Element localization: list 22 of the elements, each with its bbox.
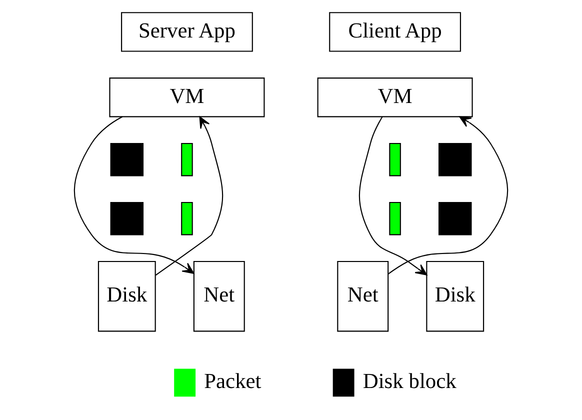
node-box: Disk <box>98 260 156 332</box>
node-bar <box>181 142 193 176</box>
node-box: Server App <box>121 12 253 52</box>
node-box: Disk <box>426 260 484 332</box>
node-box <box>438 142 472 176</box>
node-box <box>438 202 472 236</box>
node-box <box>110 202 144 236</box>
legend-label: Packet <box>204 369 262 394</box>
arrow <box>388 116 508 274</box>
arrow <box>358 116 428 276</box>
node-bar <box>181 202 193 236</box>
arrow <box>155 116 224 276</box>
node-box: Net <box>337 260 389 332</box>
node-box: VM <box>317 78 473 118</box>
node-box <box>110 142 144 176</box>
legend-label: Disk block <box>362 369 456 394</box>
node-box: VM <box>109 78 265 118</box>
node-box: Net <box>193 260 245 332</box>
node-bar <box>389 142 401 176</box>
arrow <box>74 116 194 274</box>
node-bar <box>389 202 401 236</box>
node-box: Client App <box>329 12 462 52</box>
